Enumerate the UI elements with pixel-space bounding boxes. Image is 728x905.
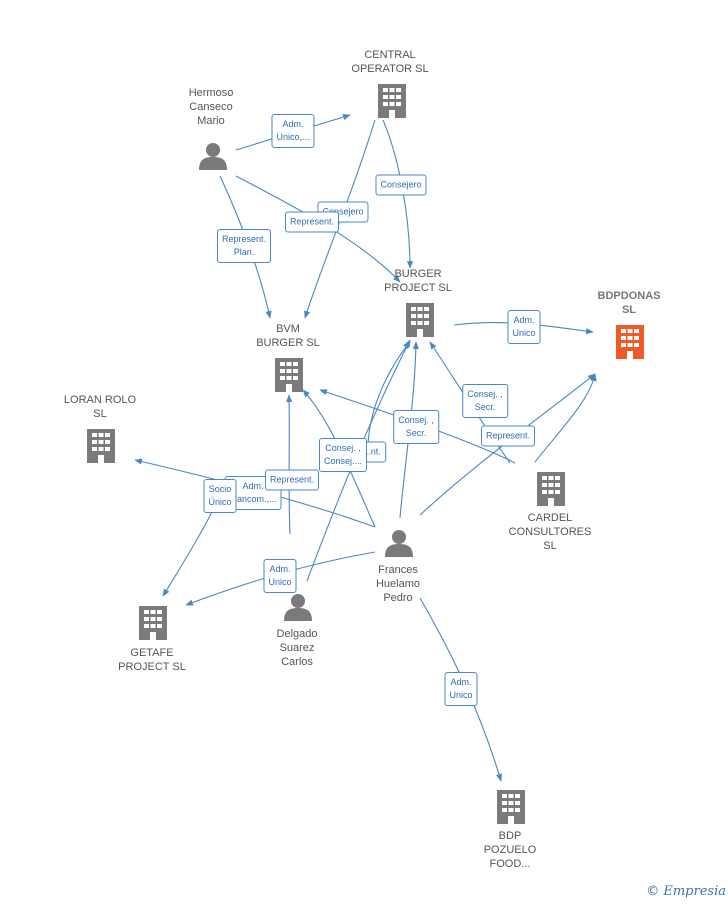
building-icon-cardel[interactable]	[537, 472, 565, 506]
brand-name: Empresia	[663, 884, 726, 899]
edge-label-box[interactable]: Consej. , Consej....	[318, 438, 368, 472]
edge-label-box[interactable]: Consej. , Secr.	[462, 384, 508, 418]
edge-label-box[interactable]: Socio Único	[203, 479, 237, 513]
edge-label-box[interactable]: Adm. Unico	[444, 672, 478, 706]
edge-label-box[interactable]: Consej. , Secr.	[393, 410, 439, 444]
node-label-burger[interactable]: BURGER PROJECT SL	[384, 268, 452, 294]
edge-line	[367, 341, 411, 446]
node-label-central[interactable]: CENTRAL OPERATOR SL	[351, 49, 429, 75]
node-label-bdp[interactable]: BDP POZUELO FOOD...	[483, 830, 537, 870]
node-label-frances[interactable]: Frances Huelamo Pedro	[375, 564, 421, 604]
edge-line	[534, 373, 597, 463]
brand-watermark: © Empresia	[646, 884, 726, 899]
edge-label-box[interactable]: Represent. Plan.	[216, 229, 272, 263]
building-icon-loran[interactable]	[87, 429, 115, 463]
person-icon-delgado[interactable]	[284, 594, 312, 621]
edge-label-box[interactable]: Adm. Unico,...	[271, 114, 315, 148]
node-label-loran[interactable]: LORAN ROLO SL	[63, 394, 137, 420]
building-icon-bvm[interactable]	[275, 358, 303, 392]
edge-line	[286, 394, 293, 535]
node-label-getafe[interactable]: GETAFE PROJECT SL	[118, 647, 186, 673]
edge-label-box[interactable]: Represent.	[284, 211, 340, 233]
node-label-bdpdonas[interactable]: BDPDONAS SL	[597, 290, 661, 316]
building-icon-getafe[interactable]	[139, 606, 167, 640]
node-label-delgado[interactable]: Delgado Suarez Carlos	[276, 628, 318, 668]
building-icon-bdpdonas[interactable]	[616, 325, 644, 359]
edge-label-box[interactable]: Adm. Unico	[507, 310, 541, 344]
person-icon-frances[interactable]	[385, 530, 413, 557]
copyright-icon: ©	[646, 884, 660, 899]
person-icon-hermoso[interactable]	[199, 143, 227, 170]
edge-line	[306, 339, 411, 582]
node-label-bvm[interactable]: BVM BURGER SL	[256, 323, 320, 349]
building-icon-central[interactable]	[378, 84, 406, 118]
building-icon-bdp[interactable]	[497, 790, 525, 824]
building-icon-burger[interactable]	[406, 303, 434, 337]
node-label-hermoso[interactable]: Hermoso Canseco Mario	[188, 87, 234, 127]
node-label-cardel[interactable]: CARDEL CONSULTORES SL	[508, 512, 592, 552]
edge-label-box[interactable]: Represent.	[480, 425, 536, 447]
edge-label-box[interactable]: Consejero	[375, 174, 427, 196]
edge-label-box[interactable]: Adm. Unico	[263, 559, 297, 593]
edge-label-box[interactable]: Represent.	[264, 469, 320, 491]
